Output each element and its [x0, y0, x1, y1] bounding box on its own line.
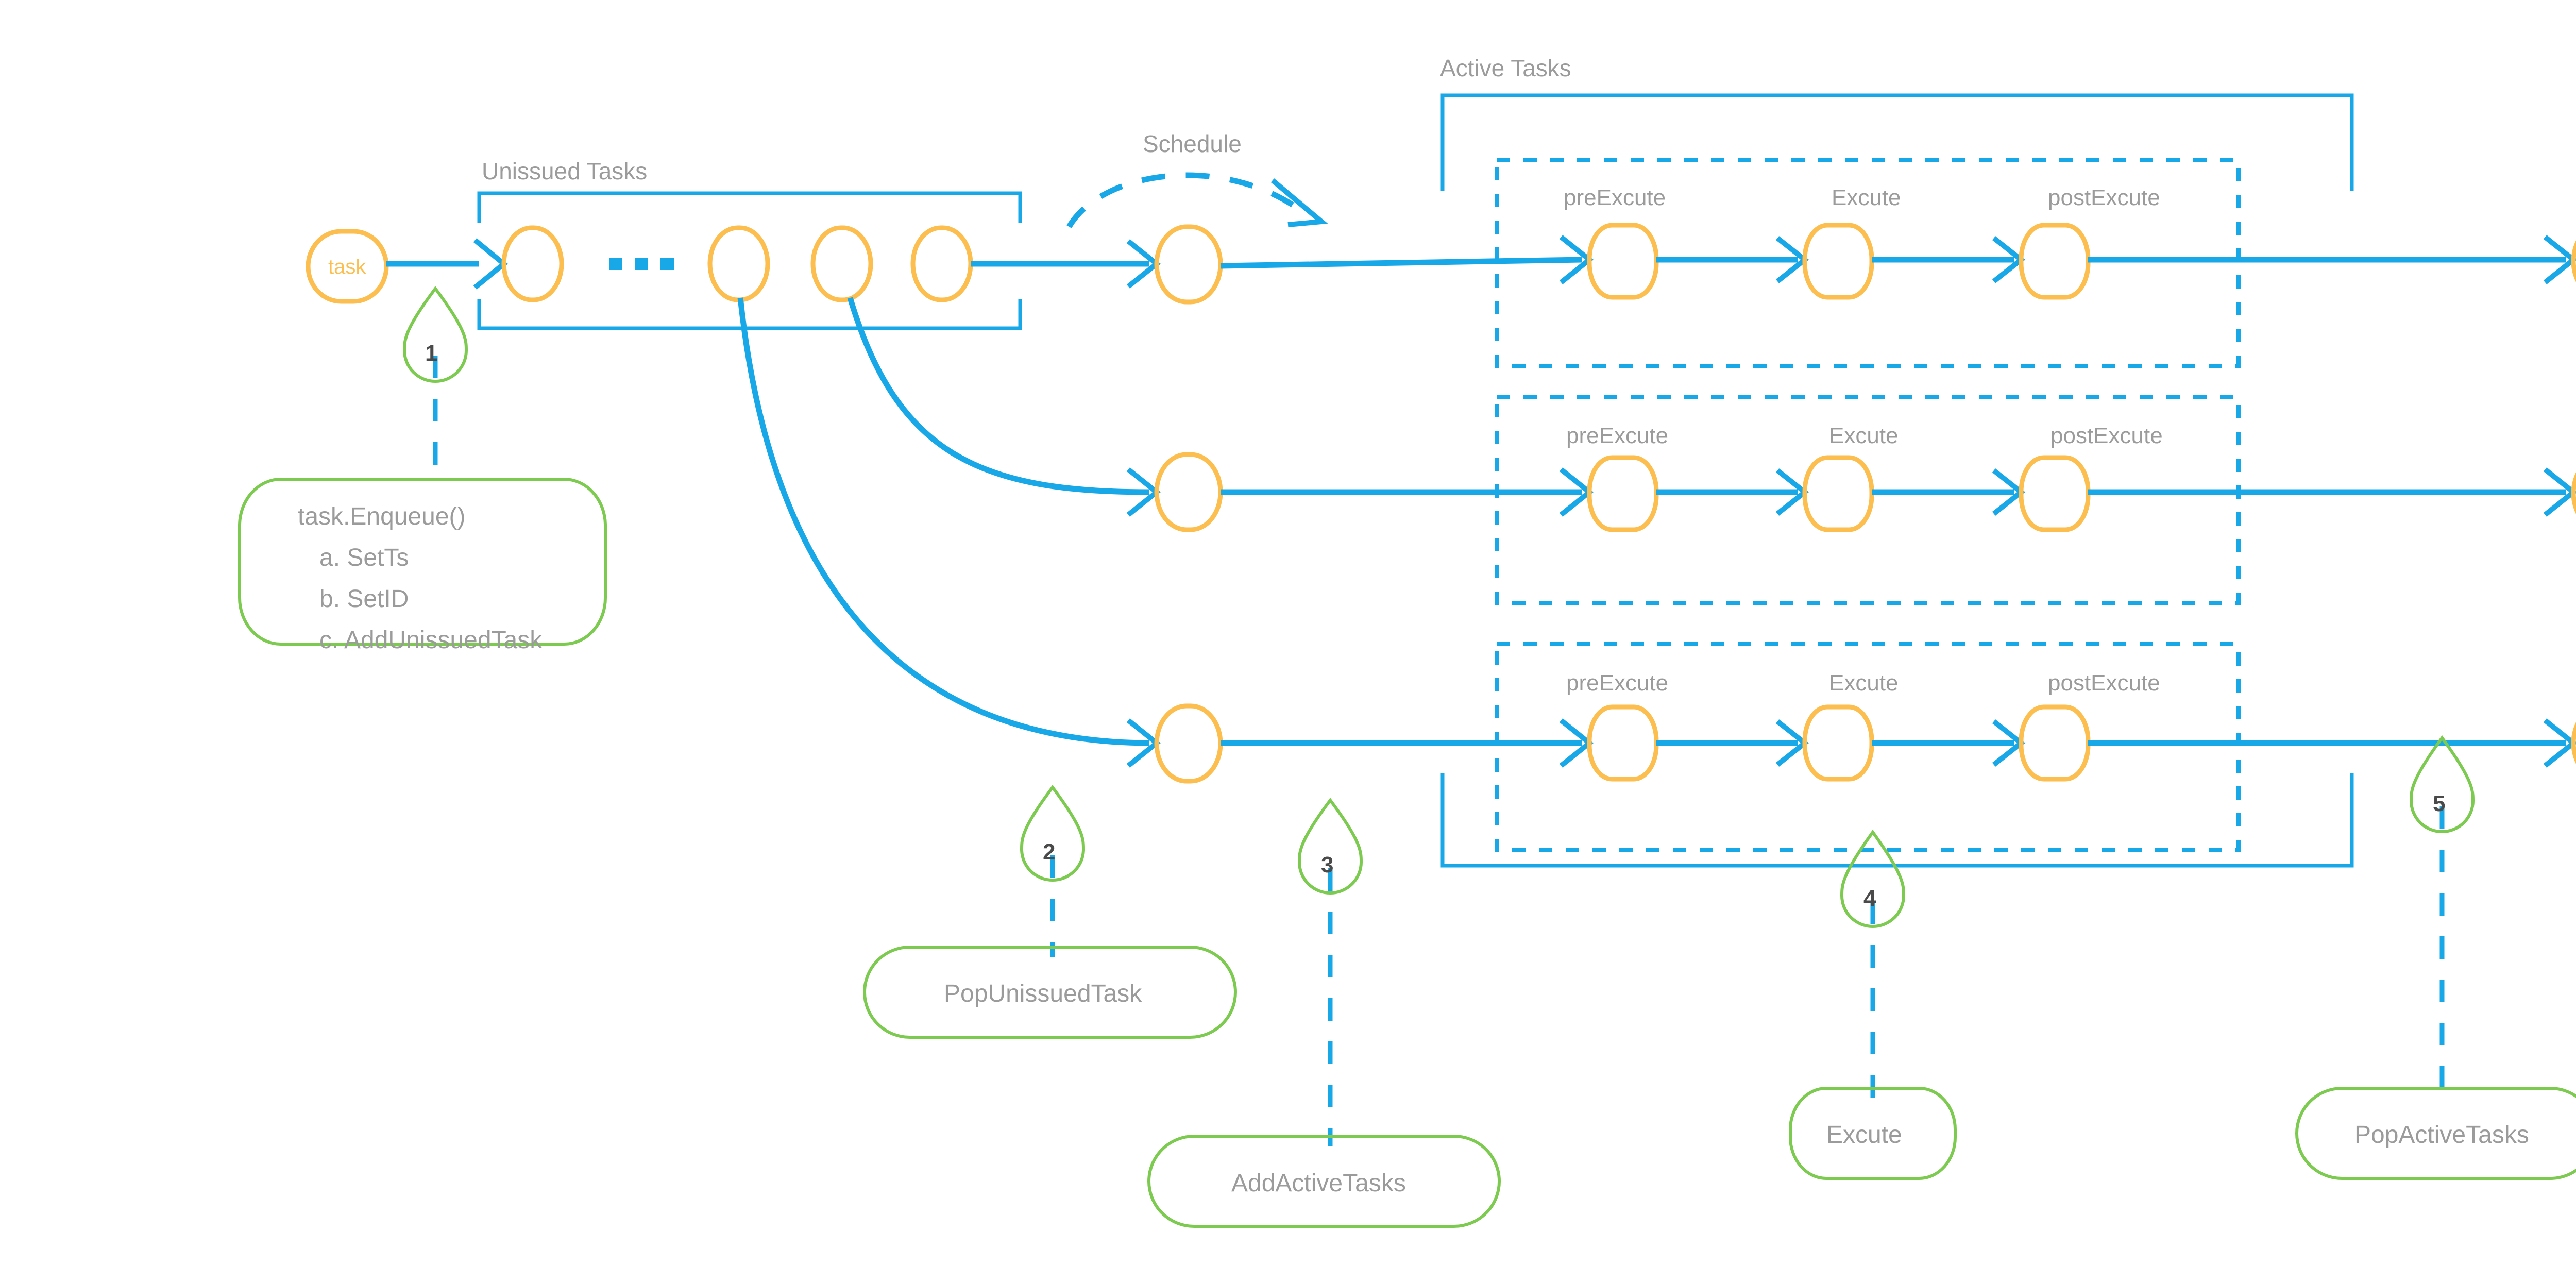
- callout-excute[interactable]: Excute: [1789, 1087, 1957, 1180]
- active-tasks-label: Active Tasks: [1440, 55, 1571, 81]
- excute-label: Excute: [1826, 1121, 1902, 1149]
- enqueue-step-c: c. AddUnissuedTask: [319, 627, 543, 654]
- unissued-tasks-label: Unissued Tasks: [482, 158, 647, 184]
- unissued-task-node-4[interactable]: [910, 225, 973, 302]
- row2-done-node[interactable]: [2571, 456, 2576, 530]
- pop-unissued-label: PopUnissuedTask: [944, 980, 1142, 1007]
- row2-pre-label: preExcute: [1566, 423, 1668, 448]
- marker-1[interactable]: 1: [402, 285, 468, 482]
- row2-exec-node[interactable]: [1802, 455, 1874, 532]
- row1-exec-node[interactable]: [1802, 223, 1874, 300]
- marker-4[interactable]: 4: [1840, 829, 1906, 1099]
- callout-enqueue[interactable]: task.Enqueue() a. SetTs b. SetID c. AddU…: [238, 478, 607, 654]
- edge-row1-to-pre: [1220, 257, 1582, 269]
- row2-pre-node[interactable]: [1587, 455, 1659, 532]
- task-source-node[interactable]: task: [306, 229, 389, 304]
- row1-exec-label: Excute: [1832, 185, 1901, 210]
- row2-scheduled-node[interactable]: [1154, 452, 1223, 532]
- edge-queue-to-row3: [737, 297, 1161, 768]
- row1-done-node[interactable]: [2571, 224, 2576, 298]
- unissued-tasks-bracket: [477, 191, 1022, 330]
- row3-execution-box: [1495, 642, 2241, 852]
- active-tasks-bracket: [1440, 93, 2354, 868]
- row2-post-label: postExcute: [2050, 423, 2163, 448]
- row2-execution-box: [1495, 395, 2241, 605]
- schedule-dashed-arrow: [1066, 172, 1328, 228]
- row3-pre-label: preExcute: [1566, 670, 1668, 696]
- row3-post-label: postExcute: [2048, 670, 2160, 696]
- marker-1-number: 1: [425, 341, 437, 366]
- marker-2[interactable]: 2: [1020, 784, 1086, 957]
- row3-done-node[interactable]: [2571, 706, 2576, 780]
- callout-add-active[interactable]: AddActiveTasks: [1147, 1135, 1501, 1228]
- unissued-task-node-3[interactable]: [810, 225, 873, 302]
- edge-queue-to-row2: [847, 297, 1161, 517]
- schedule-label: Schedule: [1143, 130, 1242, 157]
- row1-post-label: postExcute: [2048, 185, 2160, 210]
- marker-5[interactable]: 5: [2409, 735, 2475, 1099]
- row2-exec-label: Excute: [1829, 423, 1899, 448]
- unissued-ellipsis-icon: [609, 258, 674, 270]
- task-node-label: task: [328, 256, 366, 278]
- row2-post-node[interactable]: [2019, 455, 2091, 532]
- enqueue-title: task.Enqueue(): [298, 503, 466, 530]
- add-active-label: AddActiveTasks: [1231, 1170, 1406, 1197]
- callout-pop-unissued[interactable]: PopUnissuedTask: [863, 946, 1237, 1039]
- row1-execution-box: [1495, 158, 2241, 368]
- unissued-task-node-2[interactable]: [707, 225, 770, 302]
- marker-3[interactable]: 3: [1297, 797, 1363, 1146]
- marker-4-number: 4: [1863, 886, 1876, 911]
- marker-3-number: 3: [1321, 852, 1333, 878]
- row1-scheduled-node[interactable]: [1154, 224, 1223, 305]
- marker-5-number: 5: [2433, 791, 2445, 816]
- row3-exec-node[interactable]: [1802, 704, 1874, 782]
- enqueue-step-a: a. SetTs: [319, 544, 409, 571]
- row3-exec-label: Excute: [1829, 670, 1899, 696]
- unissued-task-node-1[interactable]: [501, 225, 564, 302]
- enqueue-step-b: b. SetID: [319, 585, 409, 613]
- row1-pre-label: preExcute: [1564, 185, 1666, 210]
- callout-pop-active[interactable]: PopActiveTasks: [2295, 1087, 2576, 1180]
- edge-task-to-queue: [386, 238, 508, 290]
- row1-pre-node[interactable]: [1587, 223, 1659, 300]
- pop-active-label: PopActiveTasks: [2354, 1121, 2529, 1149]
- row3-post-node[interactable]: [2019, 704, 2091, 782]
- row1-post-node[interactable]: [2019, 223, 2091, 300]
- row3-pre-node[interactable]: [1587, 704, 1659, 782]
- marker-2-number: 2: [1043, 839, 1055, 865]
- row3-scheduled-node[interactable]: [1154, 703, 1223, 784]
